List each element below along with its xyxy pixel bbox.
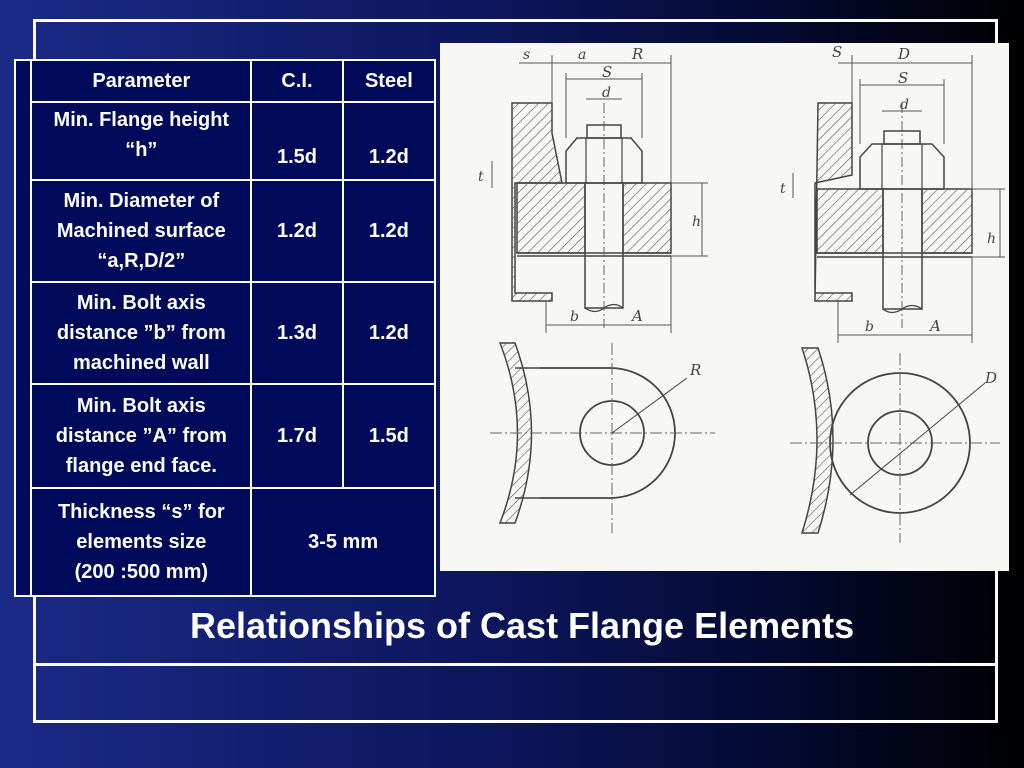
parameter-line: distance ”b” from — [56, 322, 226, 344]
parameter-cell: Thickness “s” for elements size (200 :50… — [30, 487, 253, 597]
parameter-line: Min. Bolt axis — [76, 395, 206, 417]
right-section-view: S D S d t h b A — [780, 43, 1005, 343]
parameter-line: “a,R,D/2” — [97, 250, 186, 272]
ci-value: 1.5d — [250, 101, 344, 181]
label-R: R — [631, 45, 643, 63]
flange-drawing-svg: s a R S d t h b A — [478, 43, 1005, 543]
label-S2-right: S — [898, 69, 908, 87]
parameter-line: machined wall — [72, 352, 210, 374]
steel-value: 1.2d — [341, 281, 437, 385]
label-t: t — [478, 169, 484, 185]
parameter-cell: Min. Bolt axis distance ”A” from flange … — [30, 383, 253, 489]
header-steel: Steel — [341, 59, 437, 103]
label-a: a — [578, 47, 586, 63]
header-parameter: Parameter — [30, 59, 253, 103]
steel-value: 1.2d — [341, 179, 437, 283]
label-R-plan: R — [689, 361, 701, 379]
label-t-right: t — [780, 181, 786, 197]
table-row: Min. Diameter of Machined surface “a,R,D… — [15, 179, 437, 283]
parameter-cell: Min. Bolt axis distance ”b” from machine… — [30, 281, 253, 385]
label-d: d — [602, 85, 611, 101]
steel-value: 1.5d — [341, 383, 437, 489]
table-left-stub — [13, 59, 33, 597]
label-d-right: d — [900, 97, 909, 113]
label-b: b — [570, 309, 579, 325]
label-A: A — [630, 307, 643, 325]
parameter-line: Thickness “s” for — [57, 501, 225, 523]
slide-title: Relationships of Cast Flange Elements — [190, 605, 855, 646]
parameter-line: Min. Flange height — [53, 109, 230, 131]
parameter-line: distance ”A” from — [55, 425, 227, 447]
parameter-cell: Min. Diameter of Machined surface “a,R,D… — [30, 179, 253, 283]
parameter-line: “h” — [125, 139, 158, 161]
header-ci: C.I. — [250, 59, 344, 103]
parameter-line: Min. Bolt axis — [76, 292, 206, 314]
steel-value: 1.2d — [341, 101, 437, 181]
flange-drawing: s a R S d t h b A — [440, 43, 1009, 571]
label-D-right: D — [897, 45, 910, 63]
right-plan-view: D — [790, 347, 1000, 543]
label-S-right: S — [832, 43, 842, 61]
table-row: Min. Bolt axis distance ”b” from machine… — [15, 281, 437, 385]
ci-value: 1.3d — [250, 281, 344, 385]
parameter-cell: Min. Flange height “h” — [30, 101, 253, 181]
table-row: Min. Flange height “h” 1.5d 1.2d — [15, 101, 437, 181]
label-D-plan: D — [984, 369, 997, 387]
label-h: h — [692, 214, 701, 230]
label-h-right: h — [987, 231, 996, 247]
ci-value: 1.7d — [250, 383, 344, 489]
parameter-line: (200 :500 mm) — [74, 561, 209, 583]
parameters-table: Parameter C.I. Steel Min. Flange height … — [13, 59, 437, 597]
label-b-right: b — [865, 319, 874, 335]
label-S: S — [602, 63, 612, 81]
parameter-line: flange end face. — [65, 455, 217, 477]
frame-divider — [33, 663, 998, 666]
table-header-row: Parameter C.I. Steel — [13, 59, 437, 597]
label-s: s — [523, 47, 530, 63]
table-row: Thickness “s” for elements size (200 :50… — [15, 487, 436, 597]
left-plan-view: R — [490, 342, 715, 533]
parameter-line: elements size — [76, 531, 207, 553]
ci-value: 1.2d — [250, 179, 344, 283]
thickness-value: 3-5 mm — [250, 487, 436, 597]
table-row: Min. Bolt axis distance ”A” from flange … — [15, 383, 437, 489]
parameter-line: Machined surface — [56, 220, 226, 242]
label-A-right: A — [928, 317, 941, 335]
left-section-view: s a R S d t h b A — [478, 45, 708, 333]
parameter-line: Min. Diameter of — [63, 190, 220, 212]
